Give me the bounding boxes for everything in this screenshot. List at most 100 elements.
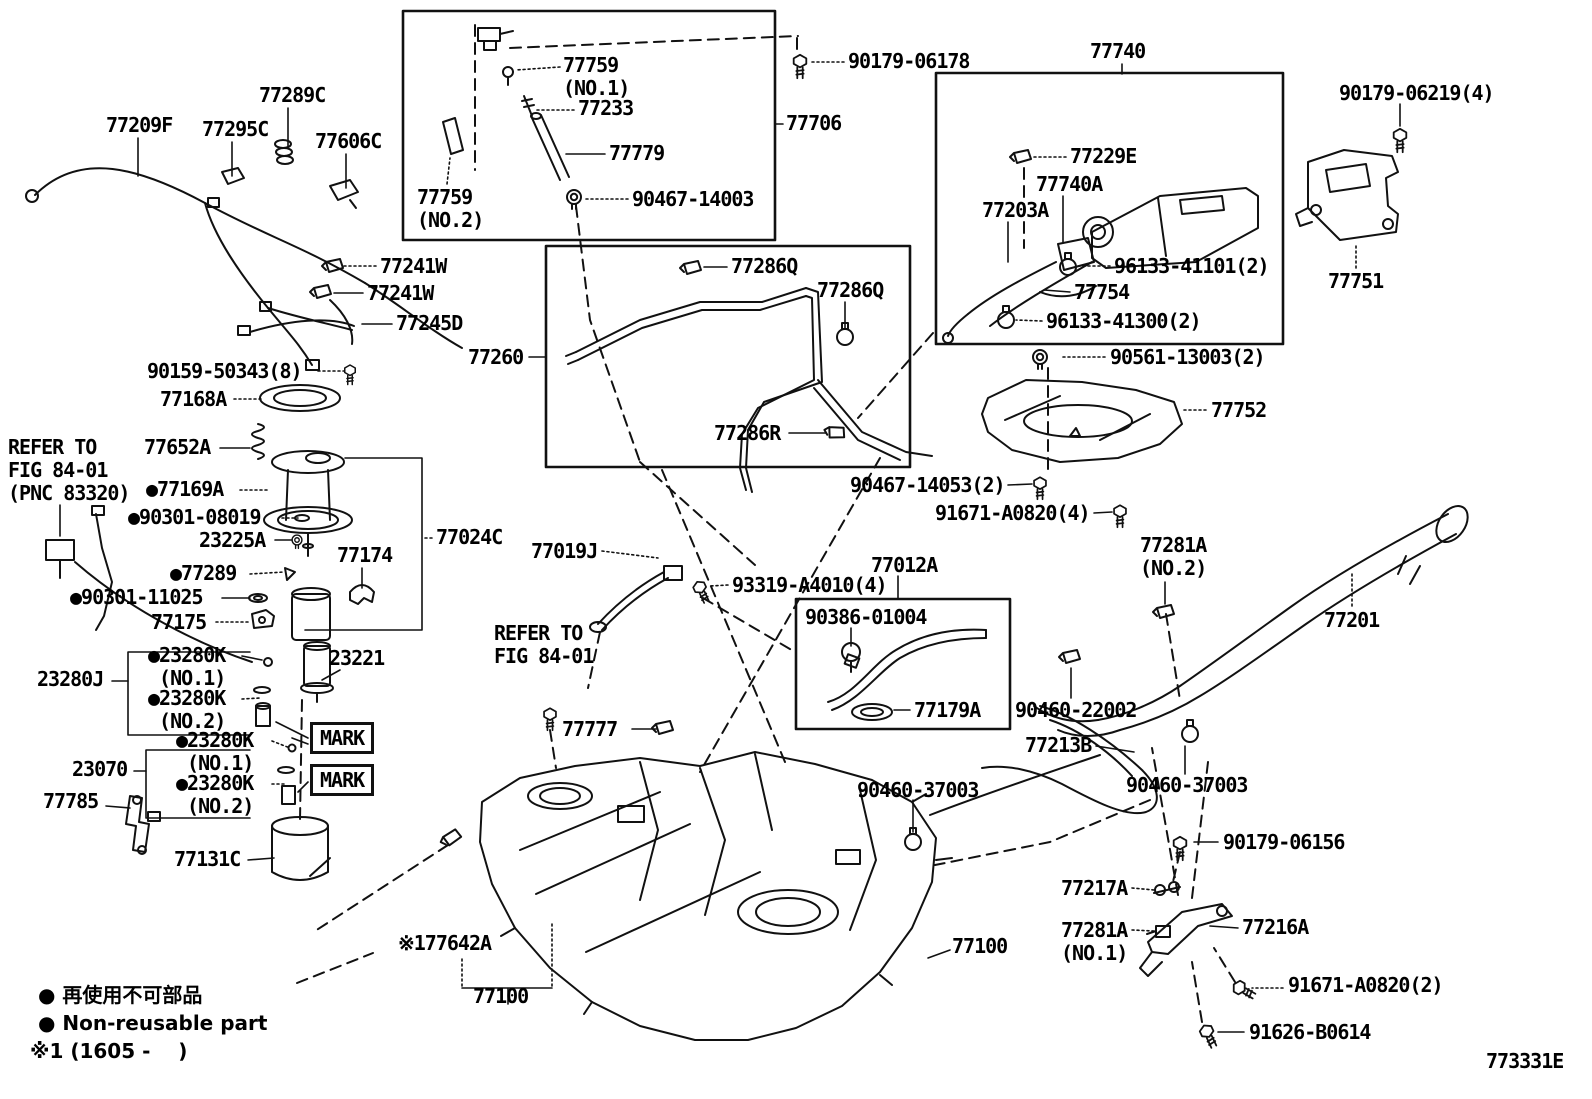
box-77012A [794,597,1012,731]
part-label-23280J: 23280J [37,667,104,691]
part-label-77233: 77233 [578,96,634,120]
construction-line-4 [639,461,756,566]
part-label-23225A: 23225A [199,528,266,552]
canister-assembly-77740 [942,149,1259,344]
part-label-91671-A0820-4: 91671-A0820(4) [935,501,1091,525]
part-label-77216A: 77216A [1242,915,1309,939]
part-label-77606C: 77606C [315,129,382,153]
leader-77754 [1043,289,1071,293]
part-label-note-1605: ※1 (1605 - ) [30,1039,188,1063]
shield-77752 [981,349,1183,529]
leader-77216A [1209,925,1239,929]
part-label-90179-06178: 90179-06178 [848,49,970,73]
part-label-77019J: 77019J [531,539,598,563]
construction-line-20 [299,699,303,821]
part-label-90301-11025: ●90301-11025 [70,585,203,609]
part-label-refer-2: REFER TO FIG 84-01 [494,621,594,668]
leader-77100-R [927,949,951,959]
leader-93319-A4010 [709,584,729,587]
part-label-77260: 77260 [468,345,524,369]
leader-77217A [1131,887,1155,891]
breather-tube-assembly-77012A [827,628,1081,721]
fuel-tank-77100 [437,707,953,1041]
leader-90467-14053 [1007,483,1033,486]
leader-mark-1 [275,721,309,739]
part-label-77281A-no1: 77281A (NO.1) [1061,918,1128,965]
part-label-77100-R: 77100 [952,934,1008,958]
box-77740 [934,71,1285,346]
construction-line-7 [699,457,881,773]
leader-96133-41300 [1015,319,1043,322]
construction-line-13 [1151,747,1179,896]
part-label-77179A: 77179A [914,698,981,722]
part-label-90460-37003-R: 90460-37003 [1126,773,1248,797]
leader-23280K-a [241,655,263,661]
sender-tube-77019J [589,565,713,633]
construction-line-19 [311,844,449,934]
leader-23280K-c [271,740,291,749]
leader-77759-no1 [515,66,561,71]
part-label-refer-83320: REFER TO FIG 84-01 (PNC 83320) [8,435,130,505]
leader-77289 [249,571,285,575]
construction-line-28 [145,749,251,819]
part-label-77281A-no2: 77281A (NO.2) [1140,533,1207,580]
sender-gauge-part [45,505,253,663]
part-label-96133-41101: 96133-41101(2) [1114,254,1270,278]
part-label-90467-14053: 90467-14053(2) [850,473,1006,497]
part-label-77759-no2: 77759 (NO.2) [417,185,484,232]
part-label-23280K-c: ●23280K (NO.1) [176,728,254,775]
leader-77785 [105,805,131,809]
part-label-77785: 77785 [43,789,99,813]
part-label-77209F: 77209F [106,113,173,137]
part-label-77754: 77754 [1074,280,1130,304]
construction-line-11 [1165,613,1181,701]
part-label-77295C: 77295C [202,117,269,141]
part-label-23280K-d: ●23280K (NO.2) [176,771,254,818]
part-label-90561-13003: 90561-13003(2) [1110,345,1266,369]
part-label-77241W-2: 77241W [367,281,434,305]
leader-77131C [247,857,275,861]
part-label-77779: 77779 [609,141,665,165]
part-label-77229E: 77229E [1070,144,1137,168]
part-label-77289: ●77289 [170,561,237,585]
part-label-77245D: 77245D [396,311,463,335]
part-label-77759-no1: 77759 (NO.1) [563,53,630,100]
part-label-23070: 23070 [72,757,128,781]
leader-77281A-no1 [1131,929,1155,932]
part-label-77286R: 77286R [714,421,781,445]
construction-line-22 [549,729,557,769]
vent-valve-parts-77706 [442,27,808,210]
part-label-77652A: 77652A [144,435,211,459]
bracket-77216A [1139,835,1259,1051]
part-label-77201: 77201 [1324,608,1380,632]
part-label-77751: 77751 [1328,269,1384,293]
part-label-90179-06219: 90179-06219(4) [1339,81,1495,105]
bracket-77785 [125,795,161,855]
leader-77019J [601,550,659,559]
construction-line-18 [296,952,374,984]
part-label-90301-08019: ●90301-08019 [128,505,261,529]
part-label-legend-jp: ● 再使用不可部品 [38,983,203,1007]
part-label-77642A: ※177642A [398,931,492,955]
box-77706 [401,9,777,242]
part-label-77217A: 77217A [1061,876,1128,900]
leader-91671-A0820-4 [1093,511,1113,514]
part-label-77289C: 77289C [259,83,326,107]
construction-line-12 [934,799,1151,866]
leader-mark-2 [297,781,309,793]
part-label-77100-L: 77100 [473,984,529,1008]
construction-line-14 [1191,761,1209,899]
part-label-93319-A4010: 93319-A4010(4) [732,573,888,597]
construction-line-17 [1191,961,1203,1023]
part-label-77012A: 77012A [871,553,938,577]
part-label-90159-50343: 90159-50343(8) [147,359,303,383]
construction-line-1 [509,35,799,49]
part-label-77168A: 77168A [160,387,227,411]
leader-23280K-b [241,697,261,700]
part-label-23280K-a: ●23280K (NO.1) [148,643,226,690]
part-label-77203A: 77203A [982,198,1049,222]
leader-lines [59,24,1401,1033]
